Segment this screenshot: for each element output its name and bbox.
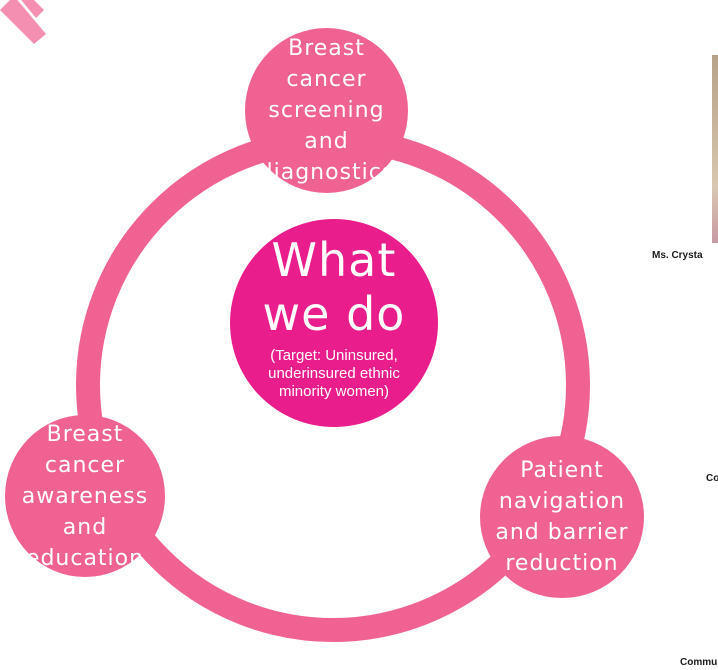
- photo-caption-name: Ms. Crysta: [652, 250, 703, 261]
- center-circle: What we do (Target: Uninsured, underinsu…: [230, 219, 438, 427]
- node-patient-navigation: Patient navigation and barrier reduction: [480, 436, 644, 598]
- edge-caption-comm: Commu: [680, 657, 718, 668]
- center-title: What we do: [262, 233, 406, 341]
- person-photo-cropped: [712, 55, 718, 243]
- node-awareness-education: Breast cancer awareness and education: [5, 415, 165, 577]
- node-awareness-label: Breast cancer awareness and education: [21, 421, 149, 571]
- center-subtitle: (Target: Uninsured, underinsured ethnic …: [268, 347, 400, 400]
- node-screening-diagnostics: Breast cancer screening and diagnostics: [245, 28, 408, 193]
- node-screening-label: Breast cancer screening and diagnostics: [258, 36, 395, 185]
- edge-caption-co: Co: [706, 473, 718, 484]
- pink-ribbon-icon: [0, 0, 46, 44]
- node-navigation-label: Patient navigation and barrier reduction: [495, 458, 629, 576]
